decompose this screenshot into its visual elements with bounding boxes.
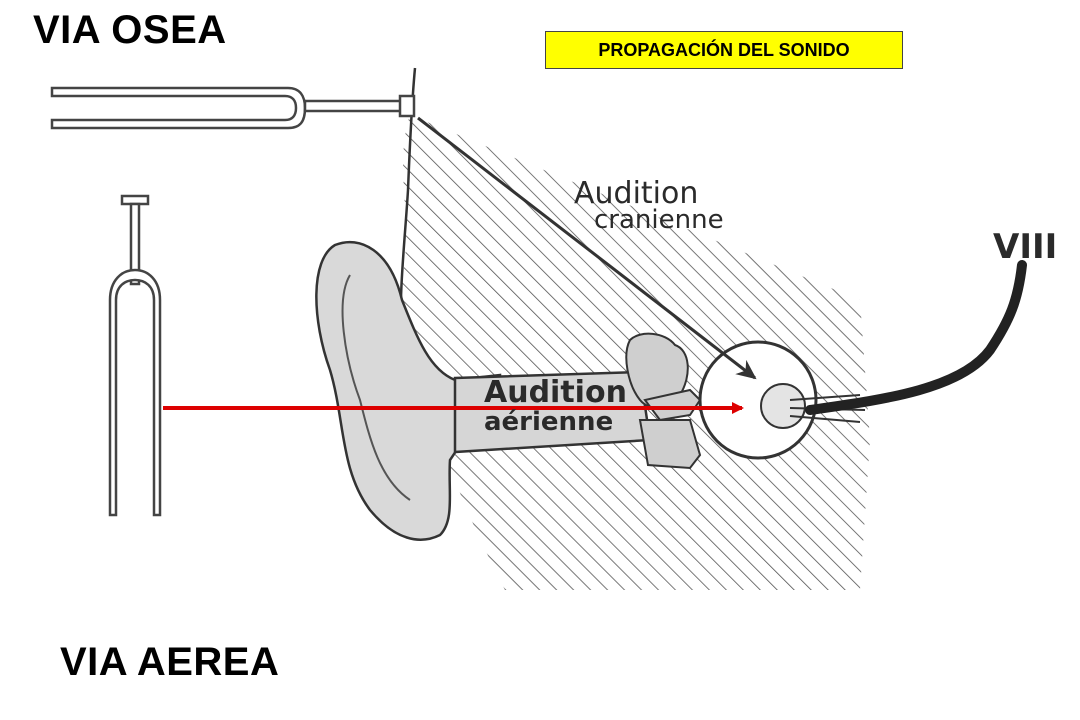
- cranial-label-line-2: cranienne: [594, 205, 724, 235]
- nerve-label: VIII: [993, 227, 1057, 267]
- cochlea-nucleus: [760, 383, 806, 429]
- aerial-label-line-1: Audition: [484, 375, 627, 410]
- topic-label: PROPAGACIÓN DEL SONIDO: [545, 31, 903, 69]
- pinna-inner-fold: [341, 274, 411, 501]
- tuning-fork-bone: [50, 86, 416, 130]
- inner-ear: [698, 340, 818, 460]
- bone-route-title: VIA OSEA: [33, 8, 227, 52]
- auditory-nerve-viii: [805, 260, 1027, 415]
- tuning-fork-air: [108, 194, 162, 517]
- air-route-title: VIA AEREA: [60, 640, 280, 684]
- bone-conduction-arrow: [417, 116, 757, 380]
- ossicles: [625, 332, 702, 470]
- aerial-label-line-2: aérienne: [484, 407, 613, 437]
- cranial-label-line-1: Audition: [574, 176, 698, 211]
